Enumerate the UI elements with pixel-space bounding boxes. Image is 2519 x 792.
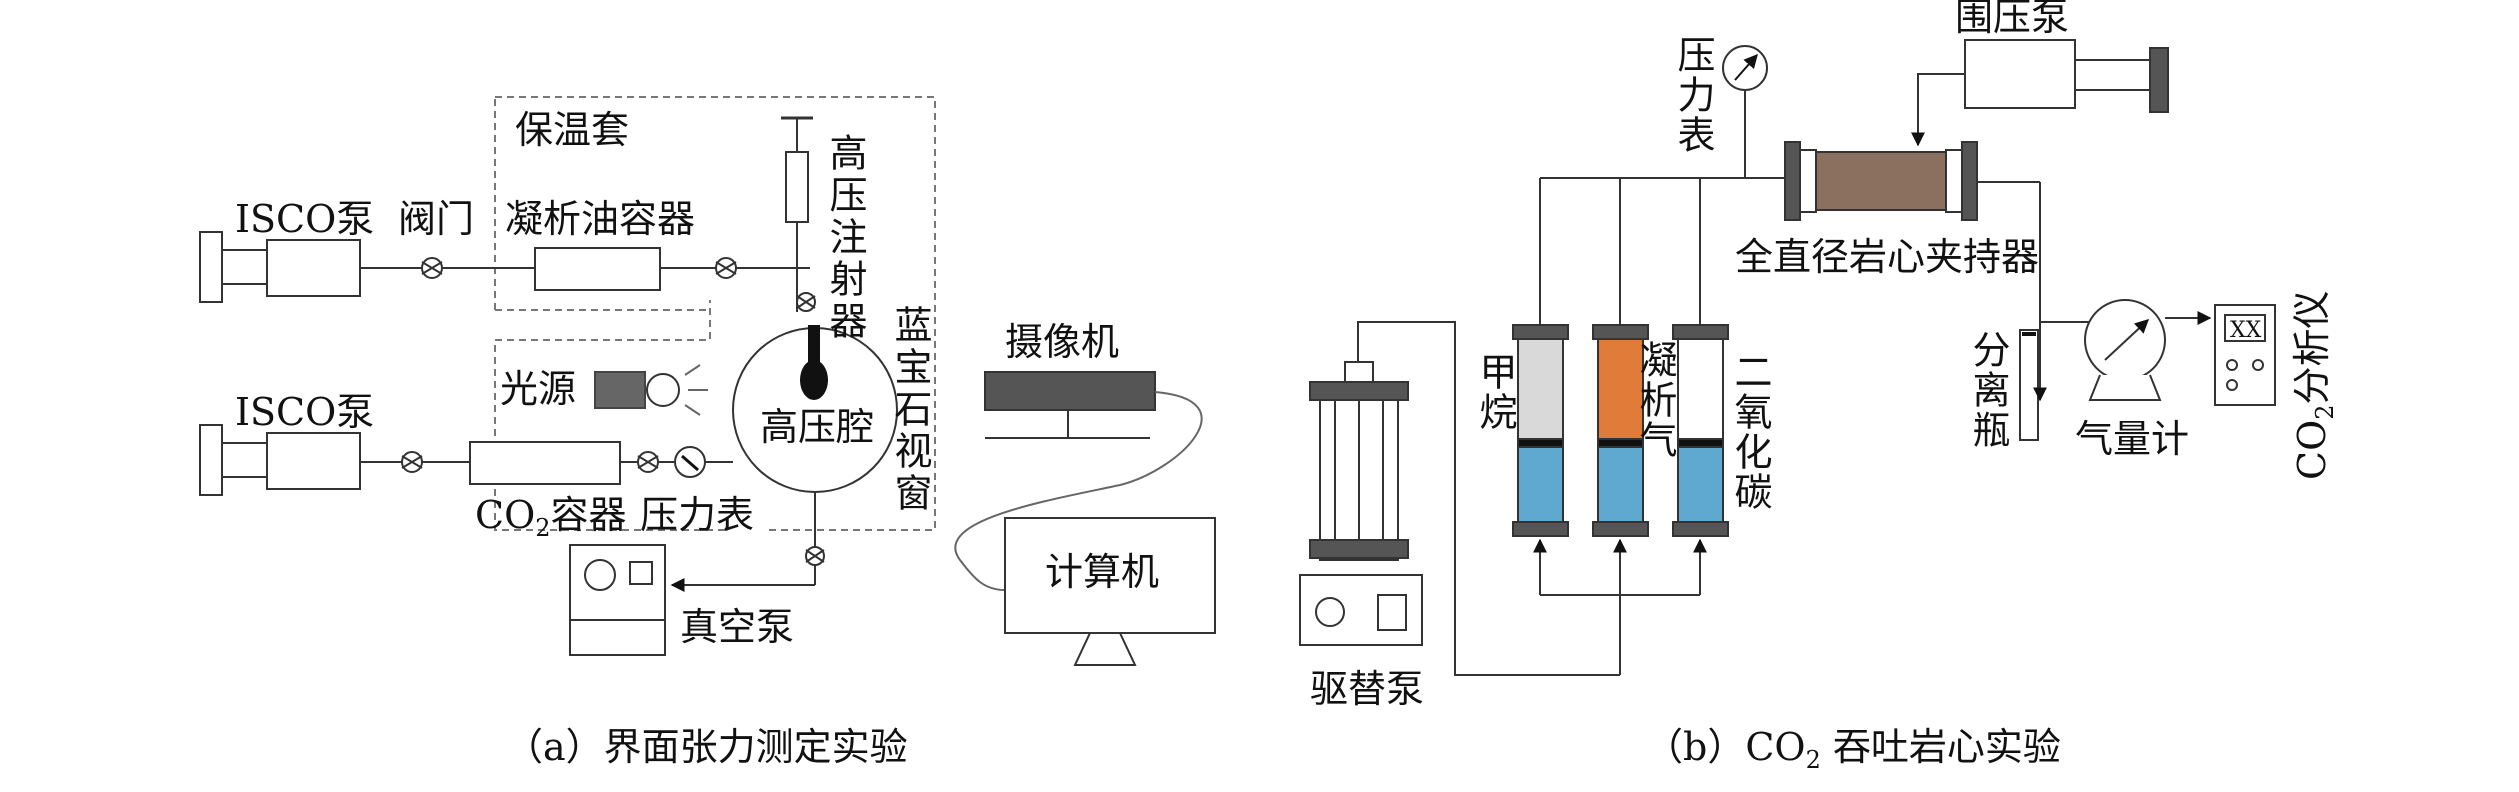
label-condensate-container: 凝析油容器 xyxy=(505,197,695,241)
label-jacket: 保温套 xyxy=(515,108,629,152)
label-co2: 二氧化碳 xyxy=(1728,352,1772,512)
analyzer-display: XX xyxy=(2230,318,2262,343)
co2-analyzer xyxy=(2214,304,2276,406)
label-light-source: 光源 xyxy=(500,367,576,411)
isco-pump-bottom xyxy=(199,424,361,496)
computer xyxy=(1004,517,1216,666)
jacket-dashed-box xyxy=(494,96,936,531)
label-co2-container: CO2容器 xyxy=(475,493,627,542)
isco-pump-top xyxy=(199,231,361,303)
hp-syringe xyxy=(781,116,813,312)
cylinder-co2 xyxy=(1672,324,1729,537)
label-isco-bottom: ISCO泵 xyxy=(235,390,374,434)
labels-b: 压力表 围压泵 全直径岩心夹持器 甲烷 凝析气 二氧化碳 分离瓶 气量计 驱替泵… xyxy=(1310,0,2339,774)
vacuum-pump xyxy=(569,544,666,656)
label-sapphire-window: 蓝宝石视窗 xyxy=(888,305,932,515)
label-separator: 分离瓶 xyxy=(1966,330,2010,450)
label-pressure-gauge-a: 压力表 xyxy=(640,493,754,537)
cylinder-methane xyxy=(1512,324,1569,537)
diagram-b xyxy=(1299,39,2276,676)
valve-chamber-bottom xyxy=(805,546,825,566)
core-holder xyxy=(1784,141,1978,221)
label-camera: 摄像机 xyxy=(1005,320,1119,364)
label-confining-pump: 围压泵 xyxy=(1955,0,2069,39)
caption-a: （a）界面张力测定实验 xyxy=(505,725,908,769)
label-isco-top: ISCO泵 xyxy=(235,197,374,241)
label-hp-syringe: 高压注射器 xyxy=(823,133,867,343)
label-condensate-gas: 凝析气 xyxy=(1633,340,1677,460)
gas-meter xyxy=(2084,299,2166,401)
valve-chamber-top xyxy=(796,292,816,312)
label-computer: 计算机 xyxy=(1045,550,1159,594)
caption-b: （b）CO2 吞吐岩心实验 xyxy=(1645,725,2061,774)
label-vacuum-pump: 真空泵 xyxy=(680,605,794,649)
label-valve: 阀门 xyxy=(398,197,474,241)
cylinder-condensate-gas xyxy=(1592,324,1649,537)
label-hp-chamber: 高压腔 xyxy=(760,405,874,449)
droplet-icon xyxy=(800,360,828,400)
valve-icon xyxy=(421,257,737,279)
label-methane: 甲烷 xyxy=(1473,352,1517,432)
light-source xyxy=(594,371,646,409)
label-gas-meter: 气量计 xyxy=(2075,417,2189,461)
label-pressure-gauge-b: 压力表 xyxy=(1671,35,1715,155)
confining-pump xyxy=(1911,39,2169,147)
label-analyzer: CO2分析仪 xyxy=(2290,290,2339,480)
valve-icon xyxy=(401,451,659,473)
displacement-pump xyxy=(1299,361,1423,646)
co2-container xyxy=(469,441,621,485)
diagram-a xyxy=(199,96,1216,666)
label-displacement-pump: 驱替泵 xyxy=(1310,667,1424,711)
separator-bottle xyxy=(2019,329,2047,441)
labels-a: ISCO泵 阀门 保温套 凝析油容器 高压注射器 蓝宝石视窗 摄像机 光源 IS… xyxy=(235,108,1159,769)
label-core-holder: 全直径岩心夹持器 xyxy=(1735,235,2039,279)
condensate-container xyxy=(534,247,661,291)
camera xyxy=(984,371,1156,411)
